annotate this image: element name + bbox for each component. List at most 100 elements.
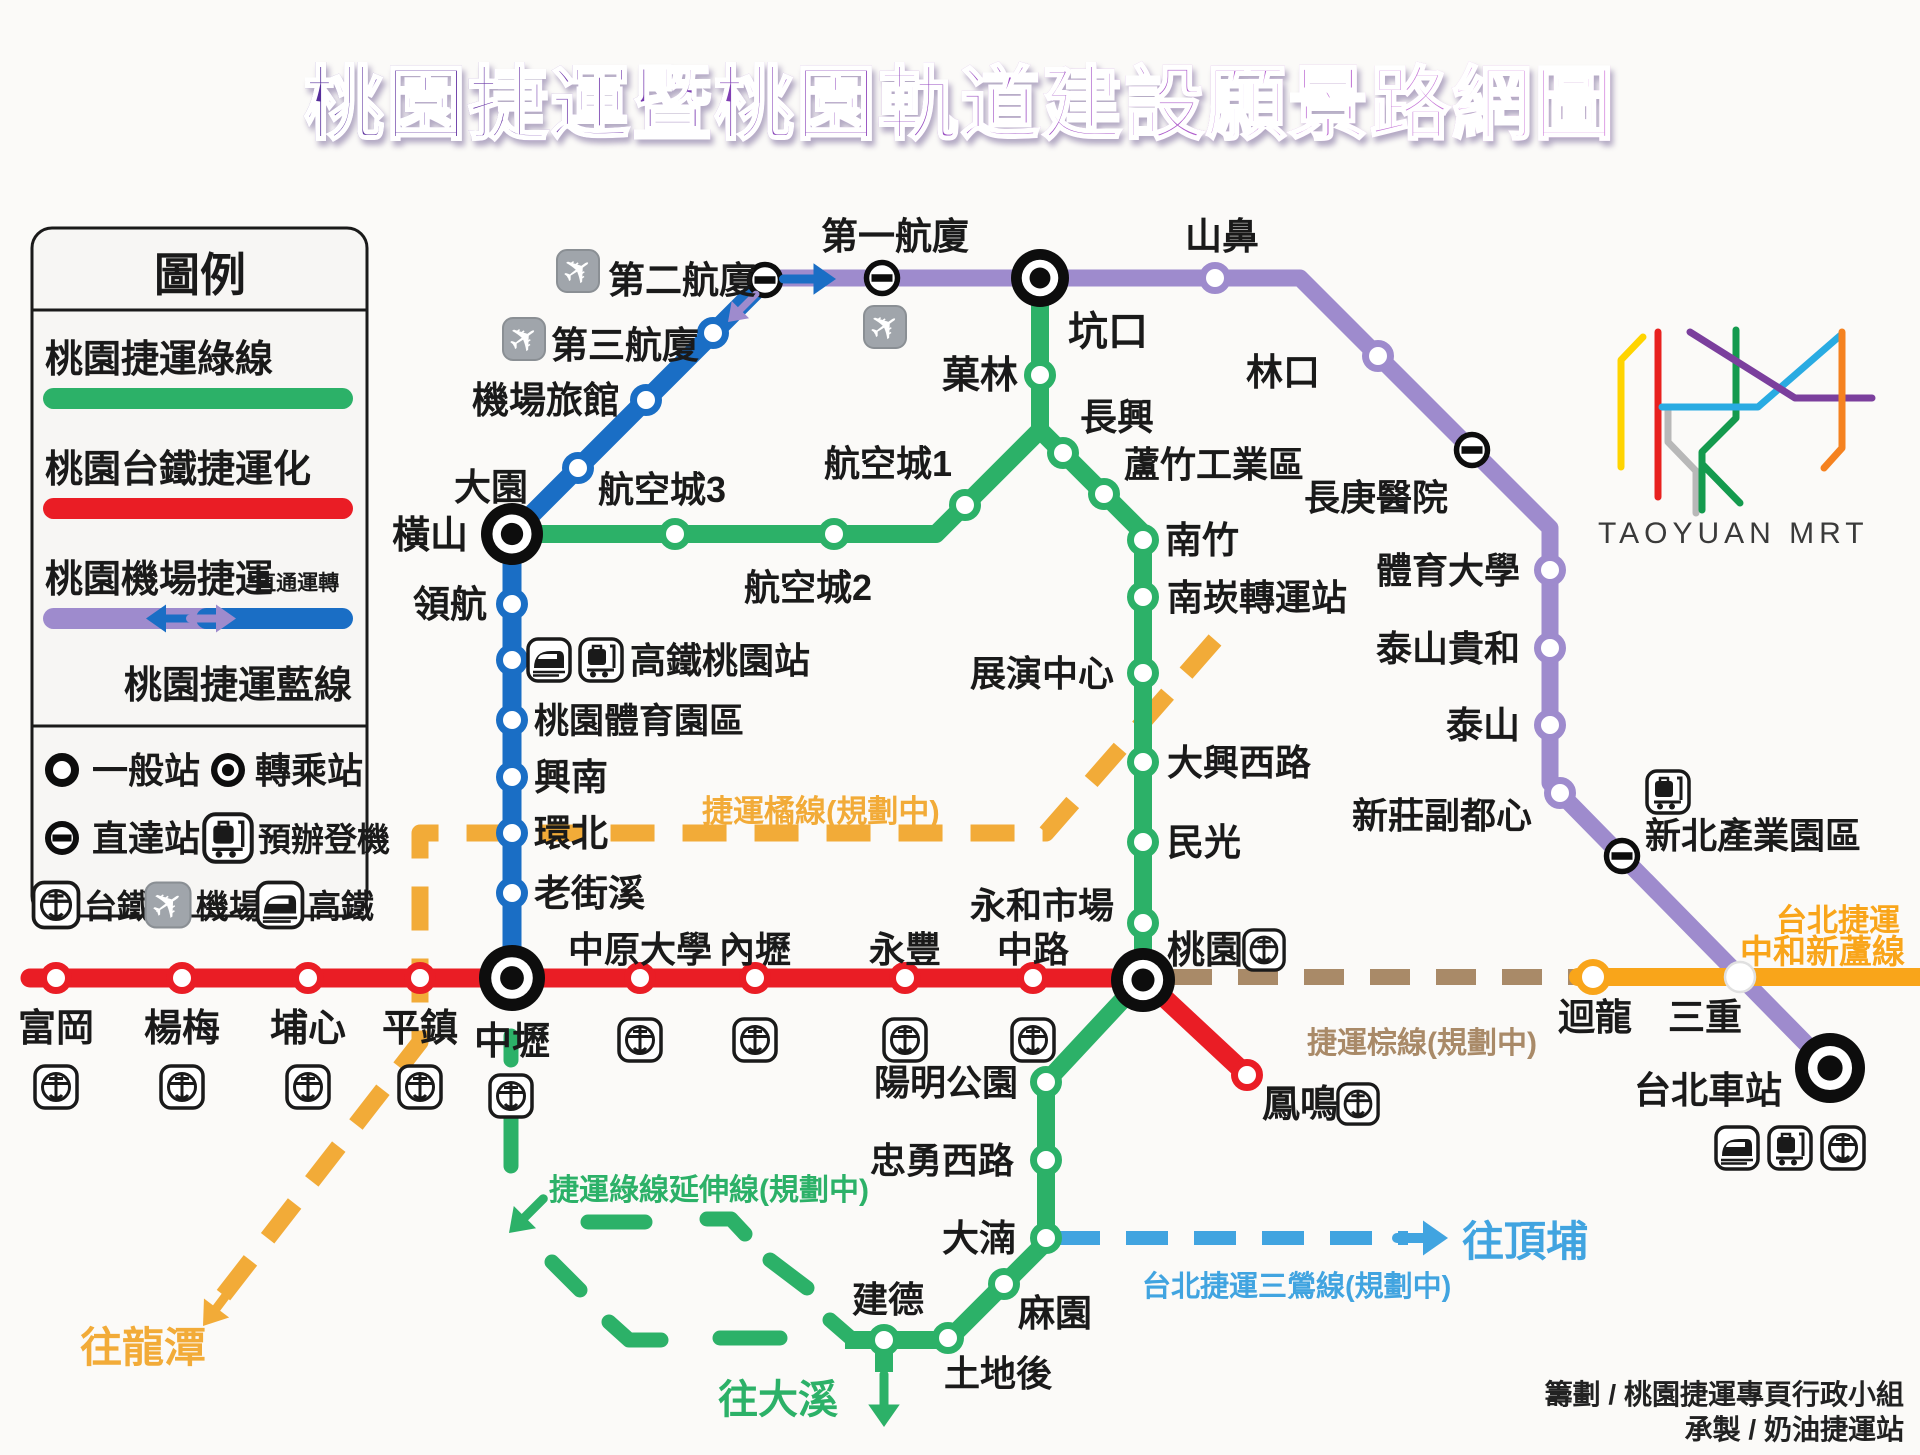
legend-item-red-label: 桃園台鐵捷運化 bbox=[45, 448, 311, 491]
logo-stroke-5 bbox=[1658, 330, 1846, 411]
station-dayuan[interactable] bbox=[562, 452, 594, 484]
legend-sym-hsr: 高鐵 bbox=[308, 888, 374, 925]
station-chang-gung-hospital[interactable] bbox=[1453, 431, 1491, 469]
station-exhibition-center[interactable] bbox=[1127, 657, 1159, 689]
legend-item-blue-label: 桃園捷運藍線 bbox=[124, 665, 352, 707]
station-daxing-west-rd[interactable] bbox=[1127, 746, 1159, 778]
label-taishan-guihe: 泰山貴和 bbox=[1376, 628, 1520, 669]
label-minguang: 民光 bbox=[1167, 822, 1241, 863]
station-luzhu-industrial[interactable] bbox=[1088, 478, 1120, 510]
station-aerotropolis-2[interactable] bbox=[818, 518, 850, 550]
line-green-west bbox=[500, 423, 1047, 543]
station-shanbi[interactable] bbox=[1199, 262, 1231, 294]
station-fengming[interactable] bbox=[1231, 1059, 1263, 1091]
station-laojiexi[interactable] bbox=[496, 877, 528, 909]
station-sports-university[interactable] bbox=[1534, 554, 1566, 586]
label-tudihou: 土地後 bbox=[944, 1353, 1053, 1394]
station-huanbei[interactable] bbox=[496, 817, 528, 849]
station-huilong[interactable] bbox=[1575, 959, 1611, 995]
legend-sym-airport: 機場 bbox=[196, 888, 262, 925]
station-sanchong[interactable] bbox=[1723, 960, 1757, 994]
station-taishan-guihe[interactable] bbox=[1534, 632, 1566, 664]
station-linkou[interactable] bbox=[1362, 340, 1394, 372]
station-zhonglu[interactable] bbox=[1017, 962, 1049, 994]
legend-sym-checkin: 預辦登機 bbox=[258, 821, 390, 858]
label-puxin: 埔心 bbox=[270, 1008, 346, 1050]
logo-stroke-6 bbox=[1686, 328, 1876, 402]
station-aerotropolis-3[interactable] bbox=[659, 518, 691, 550]
label-taishan: 泰山 bbox=[1446, 705, 1520, 746]
tra-icon bbox=[397, 1064, 443, 1110]
label-sports-university: 體育大學 bbox=[1376, 550, 1520, 591]
air-icon bbox=[859, 300, 910, 354]
label-dingpu: 往頂埔 bbox=[1462, 1218, 1588, 1265]
station-linghang[interactable] bbox=[496, 588, 528, 620]
station-nanzhu[interactable] bbox=[1127, 524, 1159, 556]
legend-sym-tra: 台鐵 bbox=[84, 888, 150, 925]
station-minguang[interactable] bbox=[1127, 826, 1159, 858]
station-taoyuan-main[interactable] bbox=[1111, 948, 1175, 1012]
label-hengshan: 橫山 bbox=[392, 515, 468, 557]
station-xinzhuang-subcenter[interactable] bbox=[1544, 777, 1576, 809]
label-guolin: 菓林 bbox=[941, 355, 1018, 397]
tra-icon bbox=[1010, 1017, 1056, 1063]
label-hsr-taoyuan: 高鐵桃園站 bbox=[630, 640, 810, 681]
station-changxing[interactable] bbox=[1047, 437, 1079, 469]
station-xingnan[interactable] bbox=[496, 761, 528, 793]
station-neili[interactable] bbox=[739, 962, 771, 994]
label-yonghe-market: 永和市場 bbox=[970, 885, 1114, 926]
legend-box: 圖例桃園捷運綠線桃園台鐵捷運化桃園機場捷運*直通運轉桃園捷運藍線一般站轉乘站直達… bbox=[30, 226, 390, 934]
station-hsr-taoyuan[interactable] bbox=[496, 644, 528, 676]
station-mayuan[interactable] bbox=[988, 1268, 1020, 1300]
green-extension-dash-4 bbox=[544, 1254, 588, 1298]
label-taoyuan-main: 桃園 bbox=[1167, 930, 1243, 972]
label-mayuan: 麻園 bbox=[1018, 1293, 1092, 1334]
label-longtan: 往龍潭 bbox=[80, 1324, 206, 1371]
label-aerotropolis-2: 航空城2 bbox=[744, 567, 872, 608]
green-extension-dash-3 bbox=[699, 1211, 753, 1242]
labels: 第二航廈第三航廈機場旅館大園橫山領航高鐵桃園站桃園體育園區興南環北老街溪第一航廈… bbox=[18, 215, 1905, 1422]
label-taoyuan-sports-park: 桃園體育園區 bbox=[534, 702, 744, 741]
station-taishan[interactable] bbox=[1534, 709, 1566, 741]
green-extension-dash-6 bbox=[601, 1314, 669, 1348]
station-taoyuan-sports-park[interactable] bbox=[496, 704, 528, 736]
station-terminal-1[interactable] bbox=[863, 259, 901, 297]
station-terminal-3[interactable] bbox=[697, 317, 729, 349]
station-chungyuan-univ[interactable] bbox=[624, 962, 656, 994]
station-guolin[interactable] bbox=[1024, 359, 1056, 391]
green-extension-dash-5 bbox=[762, 1252, 815, 1296]
station-yonghe-market[interactable] bbox=[1127, 907, 1159, 939]
credit-line-1: 籌劃 / 桃園捷運專頁行政小組 bbox=[1544, 1379, 1904, 1410]
label-fengming: 鳳鳴 bbox=[1262, 1084, 1338, 1126]
station-zhongyong-west-rd[interactable] bbox=[1030, 1144, 1062, 1176]
station-yangming-park[interactable] bbox=[1030, 1066, 1062, 1098]
station-kengkou[interactable] bbox=[1011, 249, 1069, 307]
tra-icon bbox=[33, 1064, 79, 1110]
station-hengshan[interactable] bbox=[481, 503, 543, 565]
station-airport-hotel[interactable] bbox=[630, 384, 662, 416]
label-linkou: 林口 bbox=[1246, 352, 1320, 393]
legend-item-airport-label: 桃園機場捷運 bbox=[45, 559, 273, 601]
label-huanbei: 環北 bbox=[534, 813, 608, 854]
label-daxi: 往大溪 bbox=[718, 1378, 838, 1422]
station-danan[interactable] bbox=[1030, 1222, 1062, 1254]
station-yangmei[interactable] bbox=[166, 962, 198, 994]
through-east-arrow bbox=[779, 263, 836, 295]
station-tudihou[interactable] bbox=[932, 1322, 964, 1354]
label-linghang: 領航 bbox=[413, 583, 487, 625]
station-aerotropolis-1[interactable] bbox=[949, 489, 981, 521]
station-pingzhen[interactable] bbox=[404, 962, 436, 994]
station-jiande[interactable] bbox=[868, 1324, 900, 1356]
label-yangming-park: 陽明公園 bbox=[874, 1062, 1018, 1103]
station-yongfeng[interactable] bbox=[889, 962, 921, 994]
hsr-icon bbox=[526, 637, 572, 683]
station-zhongli[interactable] bbox=[479, 945, 545, 1011]
station-xinbei-industrial-park[interactable] bbox=[1603, 837, 1641, 875]
through-west-arrow bbox=[728, 290, 760, 322]
station-fugang[interactable] bbox=[40, 962, 72, 994]
tra-icon bbox=[732, 1017, 778, 1063]
station-puxin[interactable] bbox=[292, 962, 324, 994]
station-taipei-main[interactable] bbox=[1795, 1033, 1865, 1103]
station-nankan-transfer[interactable] bbox=[1127, 581, 1159, 613]
daxi-arrow-arrow bbox=[868, 1370, 900, 1427]
